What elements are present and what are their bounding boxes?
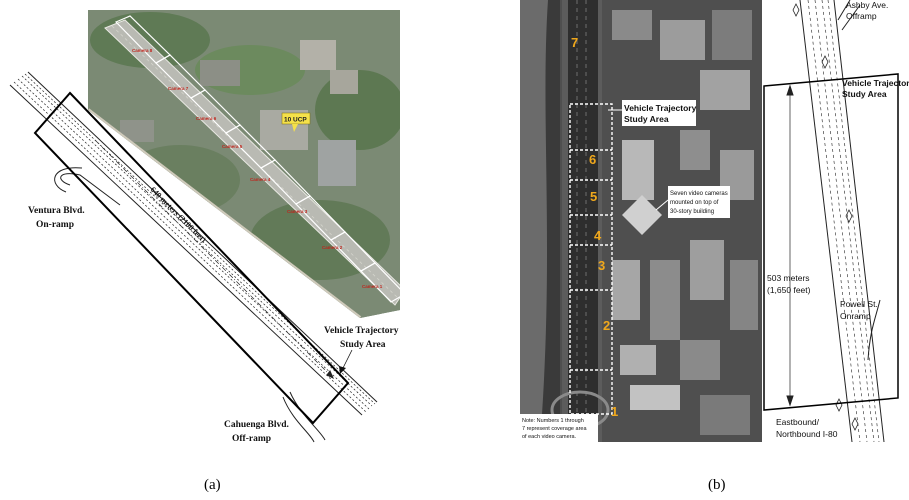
camera-label: Camera 3 [287,209,308,214]
ucp-tag: 10 UCP [281,112,311,132]
camera-label: Camera 4 [250,177,271,182]
freeway-schematic-a [9,71,378,443]
cameras-label: mounted on top of [670,200,719,206]
study-area-label-b: Vehicle Trajectory [624,103,697,113]
segment-number: 3 [598,258,605,273]
camera-label: Camera 1 [362,284,383,289]
segment-number: 1 [611,404,618,419]
study-area-box-a [33,91,350,425]
eastbound-label: Eastbound/ [776,417,820,427]
ucp-label: 10 UCP [284,117,307,124]
panel-b-schematic: Ashby Ave. Offramp Vehicle Trajectory St… [763,0,909,443]
study-area-box-b [763,73,899,411]
camera-label: Camera 7 [168,86,189,91]
note-box-b: Note: Numbers 1 through 7 represent cove… [520,414,598,442]
ashby-label: Offramp [846,11,877,21]
length-label-b: (1,650 feet) [767,285,811,295]
study-area-label-c: Vehicle Trajectory [842,78,909,88]
note-text: 7 represent coverage area [522,426,587,432]
panel-b-aerial: 7 6 5 4 3 2 1 Vehicle Trajectory Study A… [520,0,762,493]
callout-cameras-b: Seven video cameras mounted on top of 30… [655,186,730,218]
cahuenga-label: Cahuenga Blvd. [224,420,289,430]
powell-label: Powell St. [840,299,878,309]
length-label-b: 503 meters [767,273,810,283]
cahuenga-label: Off-ramp [232,434,271,444]
study-area-label-a: Study Area [340,340,386,350]
caption-b: (b) [708,477,726,493]
study-area-label-b: Study Area [624,114,669,124]
aerial-photo-b [520,0,762,442]
camera-label: Camera 6 [196,116,217,121]
segment-number: 4 [594,228,602,243]
study-area-label-c: Study Area [842,89,887,99]
callout-study-area-b: Vehicle Trajectory Study Area [608,100,697,126]
eastbound-label: Northbound I-80 [776,429,838,439]
ashby-label: Ashby Ave. [846,0,888,10]
segment-number: 6 [589,152,596,167]
caption-a: (a) [204,477,221,493]
camera-label: Camera 5 [222,144,243,149]
note-text: of each video camera. [522,434,577,440]
cameras-label: Seven video cameras [670,191,728,197]
powell-label: Onramp [840,311,871,321]
camera-cells-a [114,15,406,303]
segment-number: 7 [571,35,578,50]
cameras-label: 30-story building [670,209,714,215]
note-text: Note: Numbers 1 through [522,418,584,424]
panel-a: Camera 8 Camera 7 Camera 6 Camera 5 Came… [9,10,406,493]
camera-label: Camera 8 [132,48,153,53]
camera-label: Camera 2 [322,245,343,250]
ventura-label: Ventura Blvd. [28,206,85,216]
study-area-label-a: Vehicle Trajectory [324,326,399,336]
segment-number: 2 [603,318,610,333]
ventura-label: On-ramp [36,220,74,230]
aerial-photo-a [88,10,400,318]
segment-number: 5 [590,189,597,204]
